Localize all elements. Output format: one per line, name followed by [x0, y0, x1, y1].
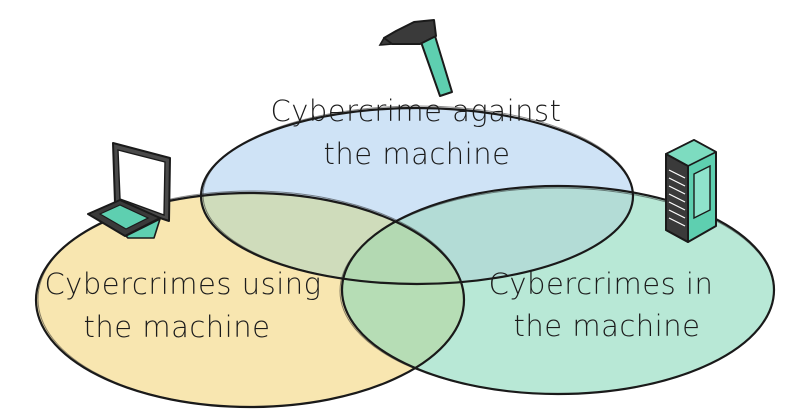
set-in-label-line-1: Cybercrimes in — [489, 267, 714, 301]
overlap-against-in — [342, 186, 633, 284]
set-in-outline-sketch — [339, 187, 775, 395]
set-against-label-line-1: Cybercrime against — [270, 94, 561, 128]
laptop-icon — [87, 142, 171, 239]
set-using-label-line-2: the machine — [84, 310, 271, 344]
set-using-outline-sketch — [37, 190, 465, 408]
server-icon — [665, 139, 717, 243]
set-in-label-line-2: the machine — [514, 309, 701, 343]
set-outlines — [34, 105, 776, 409]
overlap-against-using — [201, 193, 464, 284]
set-using-label-line-1: Cybercrimes using — [44, 267, 321, 301]
set-against-label-line-2: the machine — [324, 137, 511, 171]
hammer-icon — [378, 19, 453, 97]
